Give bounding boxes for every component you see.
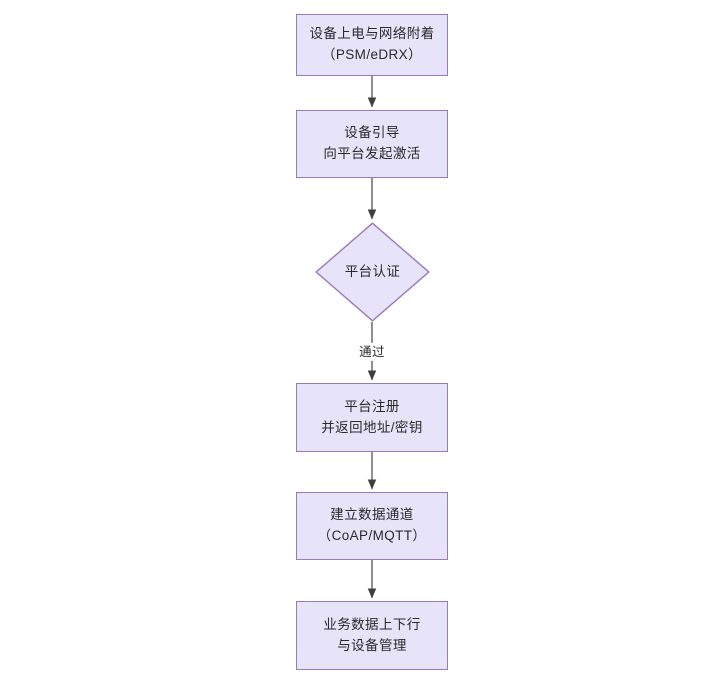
node-label: 设备上电与网络附着 （PSM/eDRX） [309, 26, 435, 62]
node-label: 设备引导 向平台发起激活 [323, 125, 421, 161]
node-label: 建立数据通道 （CoAP/MQTT） [317, 507, 427, 543]
node-device-bootstrap[interactable]: 设备引导 向平台发起激活 [296, 110, 448, 178]
diamond-shape [315, 222, 430, 322]
node-device-power-on[interactable]: 设备上电与网络附着 （PSM/eDRX） [296, 14, 448, 76]
node-establish-data-channel[interactable]: 建立数据通道 （CoAP/MQTT） [296, 492, 448, 560]
node-business-data-and-device-management[interactable]: 业务数据上下行 与设备管理 [296, 601, 448, 670]
edge-label-pass: 通过 [356, 342, 388, 362]
node-label: 业务数据上下行 与设备管理 [323, 616, 421, 653]
node-platform-registration[interactable]: 平台注册 并返回地址/密钥 [296, 383, 448, 452]
node-platform-authentication[interactable]: 平台认证 [315, 222, 430, 322]
node-label: 平台注册 并返回地址/密钥 [321, 398, 423, 435]
